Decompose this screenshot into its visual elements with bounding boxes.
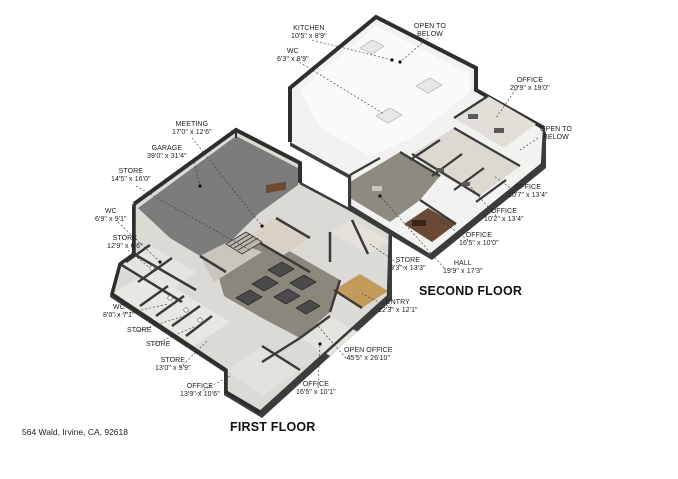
room-name: OFFICE <box>514 184 541 191</box>
second-floor-furniture <box>372 114 504 226</box>
room-name: STORE <box>118 168 144 175</box>
room-dimensions: 10'7" x 13'4" <box>508 192 548 199</box>
room-dimensions: 14'5" x 16'0" <box>111 176 151 183</box>
room-label-open-to-below: OPEN TO BELOW <box>540 126 572 142</box>
room-name: STORE <box>160 357 186 364</box>
room-label-wc: WC 8'0" x 7'1" <box>103 304 135 320</box>
second-floor-plan <box>288 14 546 260</box>
room-dimensions: 39'0" x 31'4" <box>147 153 187 160</box>
hall-floor <box>350 152 440 222</box>
room-name: OPEN TO <box>414 23 446 30</box>
room-dimensions: 12'9" x 6'6" <box>107 243 143 250</box>
room-label-office: OFFICE 10'7" x 13'4" <box>508 184 548 200</box>
room-name: ENTRY <box>385 299 410 306</box>
room-dimensions: 19'9" x 17'3" <box>443 268 483 275</box>
room-label-hall: HALL 19'9" x 17'3" <box>443 260 483 276</box>
room-name: STORE <box>127 327 152 334</box>
room-label-office: OFFICE 13'9" x 10'6" <box>180 383 220 399</box>
room-dimensions: 8'0" x 7'1" <box>103 312 135 319</box>
room-name: STORE <box>112 235 138 242</box>
open-to-below-area <box>300 26 470 156</box>
room-label-entry: ENTRY 12'3" x 12'1" <box>378 299 418 315</box>
room-name: MEETING <box>175 121 209 128</box>
room-label-store: STORE 13'0" x 5'9" <box>155 357 191 373</box>
room-dimensions: 17'0" x 12'6" <box>172 129 212 136</box>
fixtures <box>149 265 203 323</box>
room-label-open-to-below: OPEN TO BELOW <box>414 23 446 39</box>
room-dimensions: BELOW <box>417 31 443 38</box>
room-label-office: OFFICE 16'5" x 10'1" <box>296 381 336 397</box>
room-name: OFFICE <box>490 208 517 215</box>
room-label-open-office: OPEN OFFICE 45'5" x 26'10" <box>344 347 393 363</box>
room-label-meeting: MEETING 17'0" x 12'6" <box>172 121 212 137</box>
room-dimensions: 13'9" x 10'6" <box>180 391 220 398</box>
room-dimensions: 16'5" x 10'0" <box>459 240 499 247</box>
room-name: WC <box>286 48 299 55</box>
room-name: OFFICE <box>302 381 329 388</box>
office-lower-right-floor <box>300 316 358 356</box>
skylights <box>359 39 443 124</box>
meeting-table <box>266 181 286 194</box>
room-dimensions: 9'3" x 13'3" <box>390 265 426 272</box>
room-label-wc: WC 6'9" x 9'1" <box>95 208 127 224</box>
first-floor-plan <box>109 127 392 418</box>
office-upper-floor <box>454 96 536 148</box>
room-name: OPEN OFFICE <box>344 347 393 354</box>
room-dimensions: 6'9" x 9'1" <box>95 216 127 223</box>
room-name: HALL <box>453 260 472 267</box>
room-dimensions: 10'5" x 8'9" <box>291 33 327 40</box>
room-dimensions: 6'3" x 8'9" <box>277 56 309 63</box>
leader-lines <box>113 37 539 395</box>
second-floor-walls <box>348 95 546 257</box>
room-name: WC <box>104 208 117 215</box>
room-label-office: OFFICE 20'9" x 19'0" <box>510 77 550 93</box>
room-label-store: STORE 9'3" x 13'3" <box>390 257 426 273</box>
second-floor-title: SECOND FLOOR <box>419 284 523 298</box>
room-name: WC <box>112 304 125 311</box>
office-dark-floor <box>404 208 456 242</box>
room-label-store: STORE <box>146 341 171 349</box>
room-label-store: STORE 14'5" x 16'0" <box>111 168 151 184</box>
room-name: KITCHEN <box>293 25 325 32</box>
room-name: STORE <box>395 257 421 264</box>
room-label-wc: WC 6'3" x 8'9" <box>277 48 309 64</box>
room-name: OPEN TO <box>540 126 572 133</box>
left-rooms-floor-2 <box>112 272 230 346</box>
entry-floor <box>334 274 388 308</box>
room-dimensions: 13'0" x 5'9" <box>155 365 191 372</box>
room-dimensions: 10'2" x 13'4" <box>484 216 524 223</box>
room-label-kitchen: KITCHEN 10'5" x 8'9" <box>291 25 327 41</box>
meeting-room-floor <box>248 218 310 256</box>
room-name: OFFICE <box>516 77 543 84</box>
workstations <box>235 261 321 315</box>
garage-floor <box>138 136 298 256</box>
room-label-store: STORE <box>127 327 152 335</box>
first-floor-outer-wall <box>109 204 261 414</box>
garage-wall <box>132 127 302 206</box>
room-label-office: OFFICE 16'5" x 10'0" <box>459 232 499 248</box>
leader-dots <box>158 58 402 346</box>
offices-row-floor <box>412 128 520 196</box>
room-name: STORE <box>146 341 171 348</box>
room-dimensions: 45'5" x 26'10" <box>346 355 391 362</box>
room-dimensions: 12'3" x 12'1" <box>378 307 418 314</box>
room-name: OFFICE <box>186 383 213 390</box>
room-label-garage: GARAGE 39'0" x 31'4" <box>147 145 187 161</box>
room-dimensions: 20'9" x 19'0" <box>510 85 550 92</box>
room-dimensions: BELOW <box>543 134 569 141</box>
room-label-office: OFFICE 10'2" x 13'4" <box>484 208 524 224</box>
room-name: OFFICE <box>465 232 492 239</box>
first-floor-title: FIRST FLOOR <box>230 420 316 434</box>
address-caption: 564 Wald, Irvine, CA, 92618 <box>22 427 128 437</box>
room-label-store: STORE 12'9" x 6'6" <box>107 235 143 251</box>
room-name: GARAGE <box>151 145 183 152</box>
room-dimensions: 16'5" x 10'1" <box>296 389 336 396</box>
staircase <box>225 231 263 255</box>
